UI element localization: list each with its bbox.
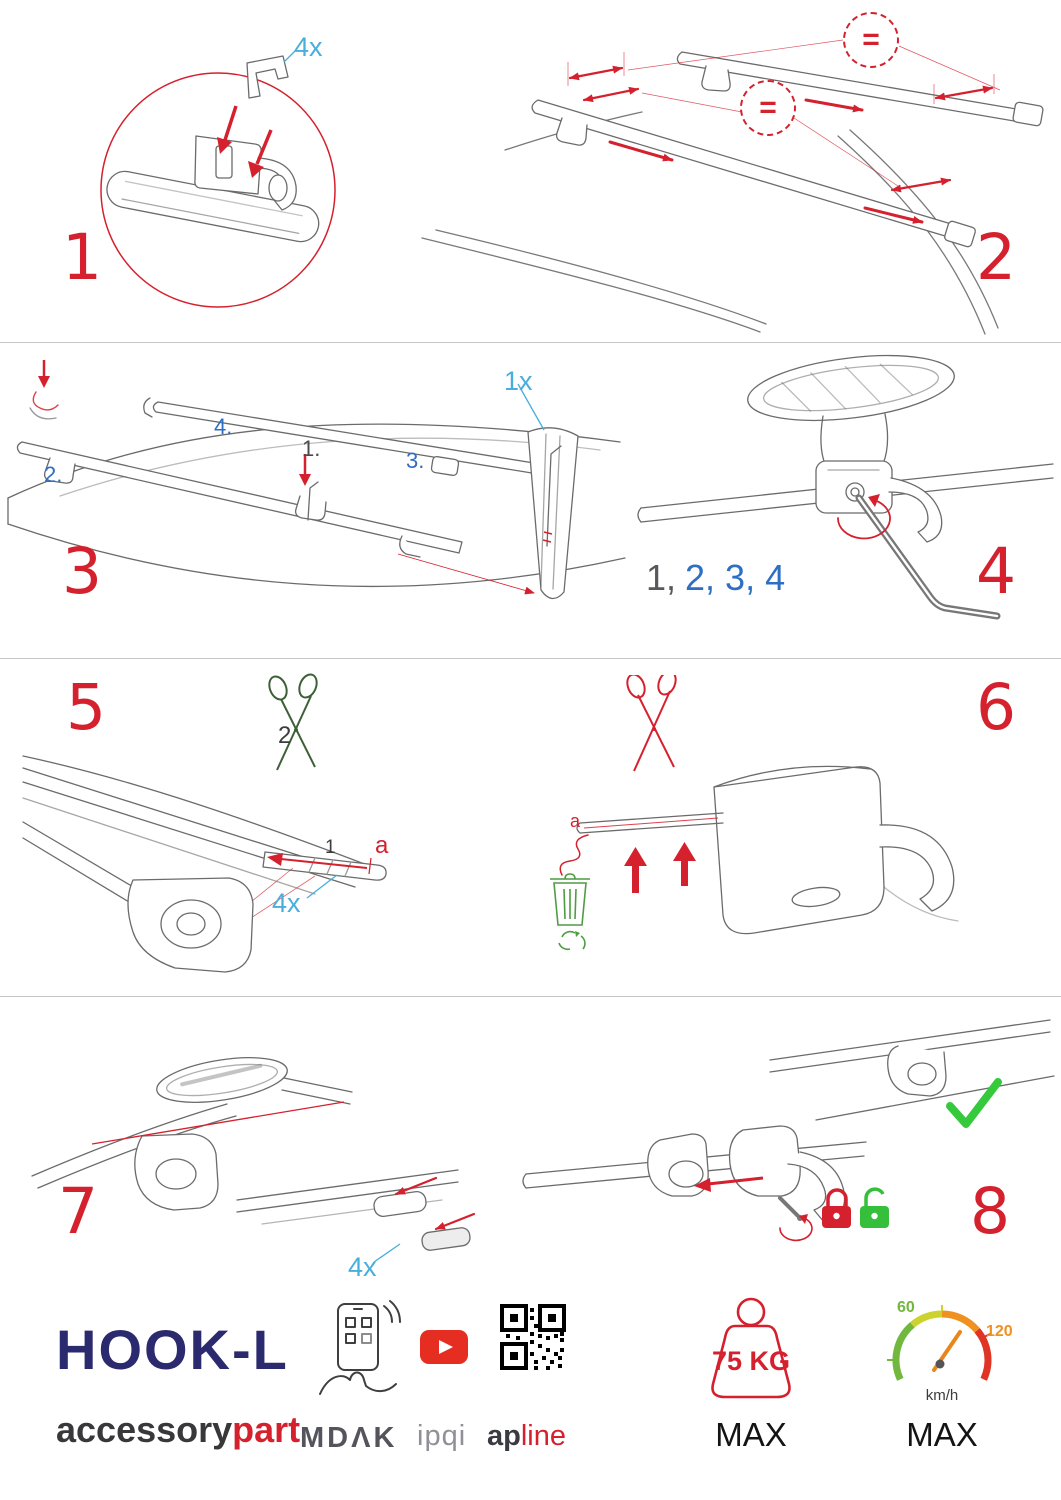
clamp-body <box>194 135 297 211</box>
speedometer-icon <box>887 1305 992 1381</box>
step6-measure-label: a <box>570 811 581 831</box>
step4-illustration <box>637 354 1054 620</box>
trash-bin-icon <box>550 873 590 926</box>
step1-quantity-label: 4x <box>294 32 323 62</box>
brand-logo: accessorypart <box>56 1412 300 1448</box>
step8-illustration <box>522 1019 1055 1242</box>
step5-number: 5 <box>66 671 107 744</box>
torque-key-holder <box>527 427 579 600</box>
recycle-icon <box>558 930 586 951</box>
logo-apline-prefix: ap <box>487 1420 521 1452</box>
step3-substep-4: 4. <box>214 414 233 439</box>
step8-number: 8 <box>970 1175 1011 1248</box>
speed-max-value: 120 <box>986 1323 1013 1340</box>
bar-end-opening <box>156 1057 288 1103</box>
detail-zoom-circle <box>100 72 336 308</box>
clamp-body <box>647 1133 709 1197</box>
step5-quantity-label: 4x <box>272 888 301 918</box>
bar-end-opening <box>747 354 955 422</box>
brand-prefix: accessory <box>56 1409 233 1450</box>
cap-insert-arrows <box>394 1176 476 1231</box>
cut-strip <box>559 812 724 876</box>
section-divider <box>0 996 1061 997</box>
step4-tighten-sequence: 1,2, 3, 4 <box>646 560 785 596</box>
clamp-body <box>127 877 254 973</box>
flip-mark <box>29 360 59 420</box>
equal-sign: = <box>862 23 880 56</box>
logo-apline-suffix: line <box>520 1420 566 1452</box>
rotate-arrow <box>837 494 891 540</box>
step3-illustration <box>7 360 626 600</box>
bracket-part <box>246 55 289 99</box>
allen-key-icon <box>299 454 319 521</box>
check-icon <box>946 1078 1002 1128</box>
section-divider <box>0 658 1061 659</box>
step7-quantity-label: 4x <box>348 1252 377 1282</box>
equal-spacing-badge: = <box>740 80 796 136</box>
step1-illustration <box>100 49 336 308</box>
step5-cut-label: 2 <box>278 722 292 749</box>
step3-substep-2: 2. <box>44 462 63 487</box>
step6-illustration <box>550 675 959 951</box>
mounted-overview <box>769 1019 1055 1121</box>
front-crossbar <box>16 441 463 558</box>
max-load-value: 75 KG <box>711 1346 791 1376</box>
lock-closed-icon <box>822 1188 851 1228</box>
youtube-icon <box>420 1330 468 1364</box>
product-name: HOOK-L <box>56 1318 289 1381</box>
brand-suffix: part <box>232 1409 301 1450</box>
sequence-done: 1, <box>646 557 677 598</box>
dimension-arrows <box>568 65 994 193</box>
logo-apline: apline <box>487 1422 566 1451</box>
step4-number: 4 <box>976 535 1017 608</box>
hook-bracket <box>713 765 959 935</box>
step7-illustration <box>31 1057 476 1263</box>
step5-insert-label: 1 <box>325 837 336 858</box>
section-divider <box>0 342 1061 343</box>
allen-key-icon <box>855 494 1001 620</box>
speed-max-label: MAX <box>906 1416 978 1453</box>
sequence-remaining: 2, 3, 4 <box>685 557 786 598</box>
clamp-body <box>134 1133 219 1211</box>
logo-mdak: MDΛK <box>300 1422 398 1454</box>
lock-open-icon <box>860 1187 889 1228</box>
qr-code <box>500 1304 566 1370</box>
step5-illustration <box>22 673 387 973</box>
step3-number: 3 <box>62 535 103 608</box>
insert-arrows <box>217 105 273 178</box>
scissors-icon <box>268 673 318 771</box>
end-cap <box>373 1190 471 1251</box>
step6-number: 6 <box>976 671 1017 744</box>
front-crossbar <box>531 99 976 248</box>
max-load-label: MAX <box>715 1416 787 1453</box>
scissors-icon <box>626 675 677 772</box>
rubber-strip <box>262 851 387 881</box>
step2-illustration <box>421 39 1044 335</box>
rear-crossbar <box>676 51 1044 127</box>
weight-max-icon <box>711 1297 791 1399</box>
step3-substep-1: 1. <box>302 436 321 461</box>
phone-qr-icon <box>319 1300 401 1395</box>
equal-spacing-badge: = <box>843 12 899 68</box>
speed-unit: km/h <box>925 1387 959 1404</box>
pull-up-arrows <box>624 842 696 893</box>
slide-arrows <box>608 98 924 224</box>
step2-number: 2 <box>976 221 1017 294</box>
step7-number: 7 <box>58 1175 99 1248</box>
step5-measure-label: a <box>375 832 389 859</box>
step3-substep-3: 3. <box>406 448 425 473</box>
rear-crossbar <box>143 397 541 477</box>
equal-sign: = <box>759 91 777 124</box>
step3-quantity-label: 1x <box>504 366 533 396</box>
key-icon <box>778 1196 813 1242</box>
speed-min-value: 60 <box>897 1299 915 1316</box>
logo-ipqi: ipqi <box>417 1420 467 1452</box>
slide-arrow <box>694 1176 764 1192</box>
step1-number: 1 <box>62 221 103 294</box>
